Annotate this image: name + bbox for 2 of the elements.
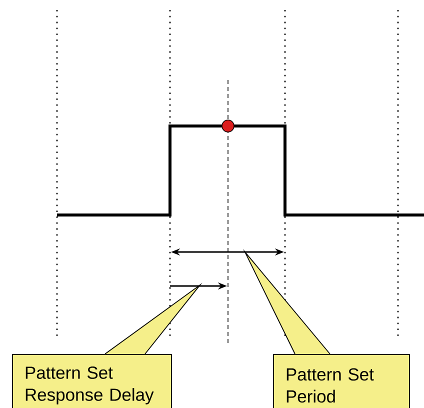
callout-box: Pattern Set Response Delay [12,282,202,408]
callout-box: Pattern Set Period [242,248,410,408]
